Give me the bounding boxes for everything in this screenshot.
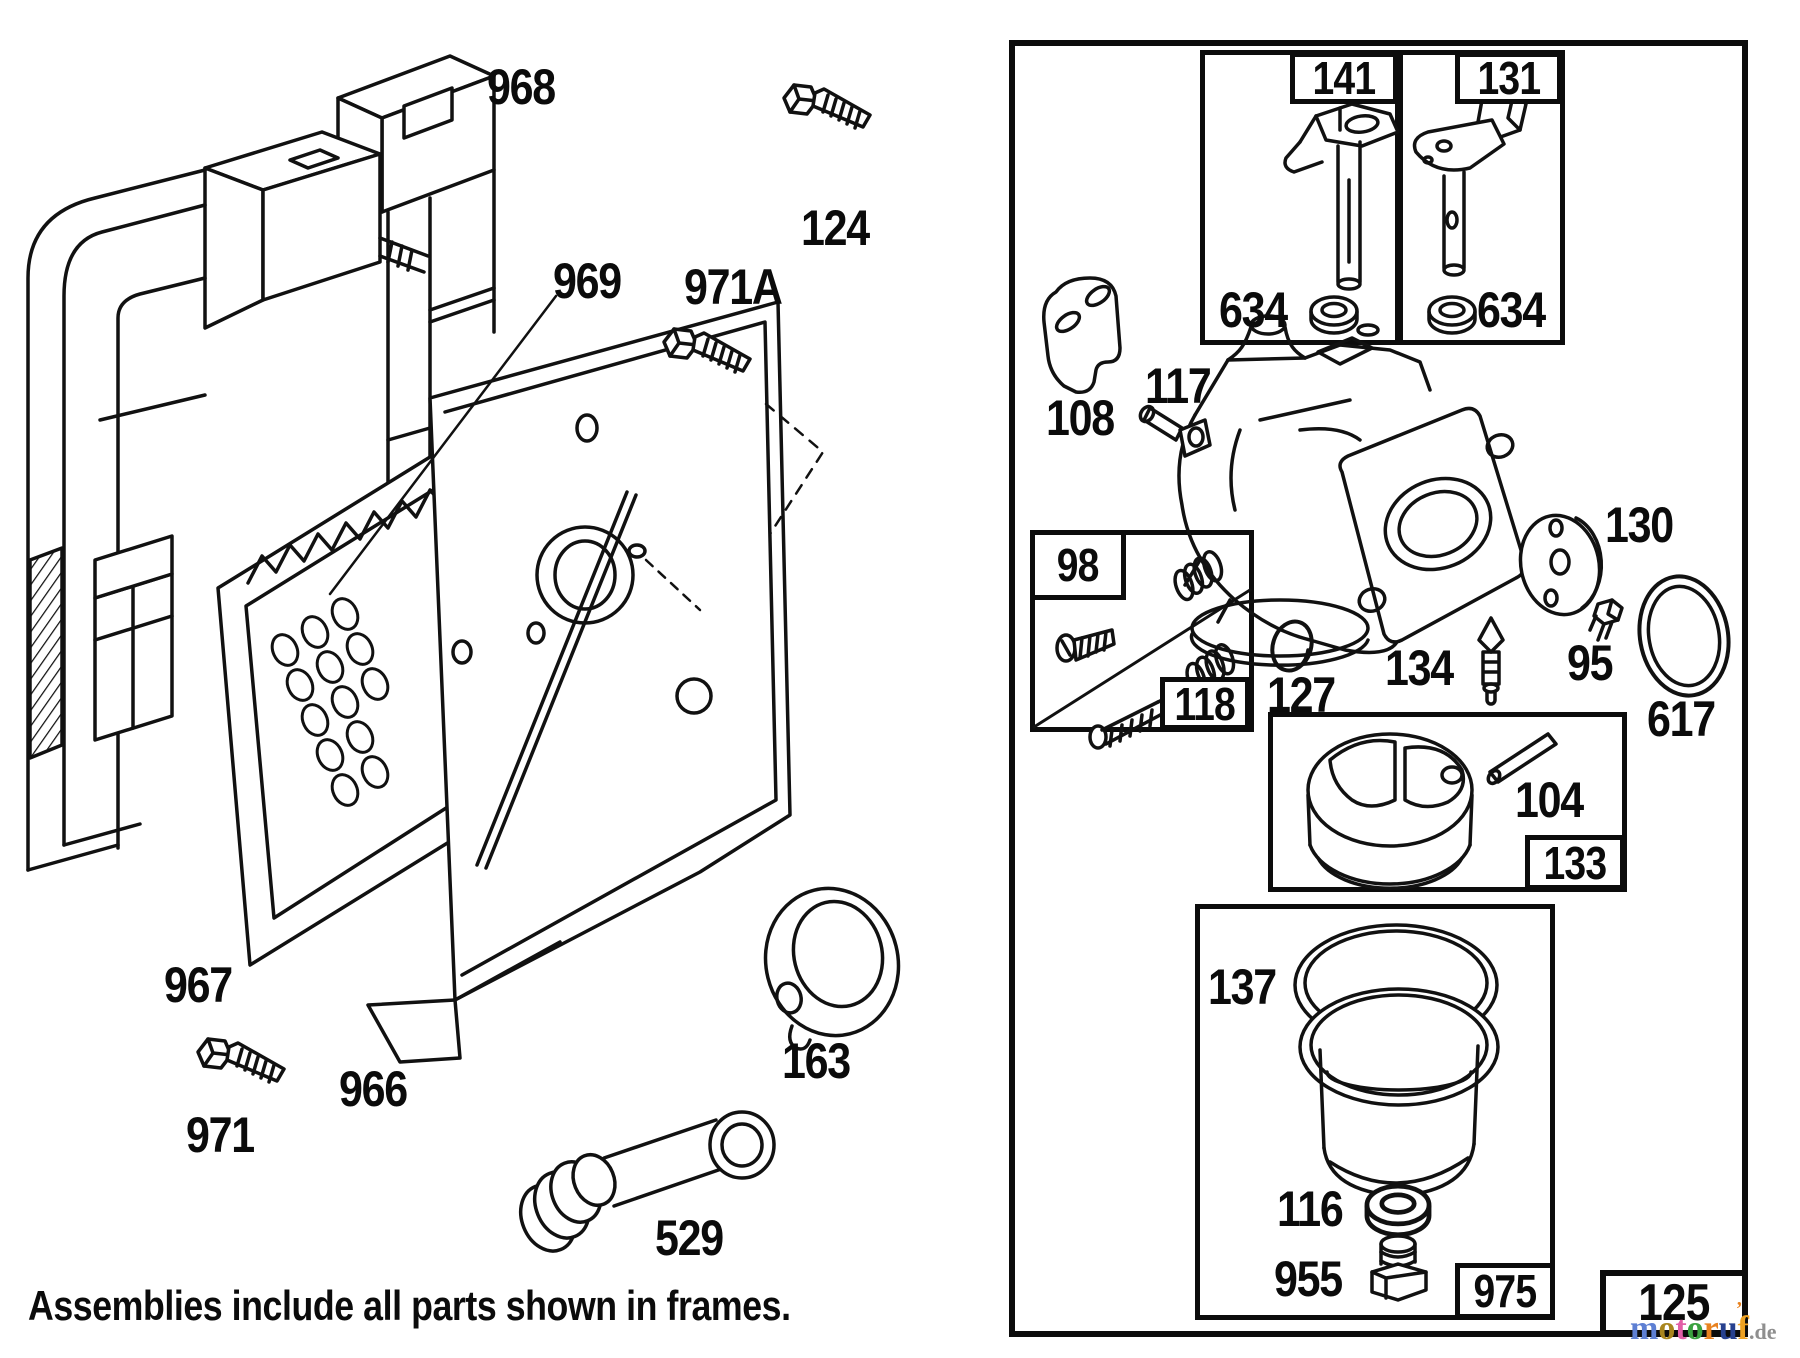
breather-tube-529-drawing [518,1110,776,1253]
gasket-163-drawing [763,886,901,1051]
watermark-suffix: .de [1749,1319,1777,1344]
choke-shaft-131-drawing [1412,90,1528,335]
footer-caption: Assemblies include all parts shown in fr… [28,1282,791,1329]
watermark-letter: o [1658,1310,1676,1347]
frame-label-975-text: 975 [1473,1265,1538,1317]
part-label-124: 124 [801,200,870,256]
frame-label-98: 98 [1030,530,1126,600]
frame-label-125: 125 [1600,1270,1748,1336]
motoruf-watermark: motoruf’ .de [1630,1298,1777,1348]
part-label-95: 95 [1567,635,1614,691]
part-label-634-left: 634 [1219,282,1288,338]
part-label-529: 529 [655,1210,724,1266]
frame-98-118 [1030,530,1254,732]
part-label-617: 617 [1647,691,1716,747]
air-cleaner-body-drawing [26,130,430,872]
part-label-967: 967 [164,957,233,1013]
throttle-plate-130-drawing [1518,513,1604,617]
part-label-108: 108 [1046,390,1115,446]
part-label-137: 137 [1208,959,1277,1015]
part-label-634-right: 634 [1477,282,1546,338]
watermark-tick: ’ [1735,1298,1743,1320]
frame-label-133: 133 [1525,835,1625,890]
frame-label-118-text: 118 [1174,677,1236,730]
main-assembly-frame [1009,40,1748,1337]
frame-label-98-text: 98 [1057,539,1100,591]
frame-label-125-text: 125 [1638,1274,1710,1332]
part-label-104: 104 [1515,772,1584,828]
part-label-955: 955 [1274,1251,1343,1307]
float-bowl-137-drawing [1293,923,1500,1198]
back-plate-966-drawing [366,300,792,1064]
pin-117-icon [1138,404,1184,442]
leader-line-971a [764,402,825,536]
part-label-971: 971 [186,1107,255,1163]
part-label-971a: 971A [684,259,783,315]
o-ring-617-drawing [1637,574,1731,698]
bracket-108-drawing [1042,276,1122,395]
frame-133 [1268,712,1627,892]
bolt-971-icon [196,1037,286,1084]
part-label-969: 969 [553,253,622,309]
leader-line-969 [328,294,558,596]
needle-valve-134-icon [1477,616,1505,706]
frame-label-141: 141 [1290,52,1398,104]
part-label-134: 134 [1385,640,1454,696]
frame-137-975 [1195,904,1555,1320]
part-label-116: 116 [1277,1181,1344,1237]
part-label-117: 117 [1145,358,1212,414]
frame-label-133-text: 133 [1543,836,1608,889]
part-label-966: 966 [339,1061,408,1117]
choke-104-133-drawing [1306,732,1558,890]
bolt-124-icon [782,83,872,130]
part-label-127: 127 [1267,667,1336,723]
o-ring-127-icon [1270,619,1314,673]
part-label-130: 130 [1605,497,1674,553]
part-label-163: 163 [782,1033,851,1089]
screw-95-icon [1588,598,1624,642]
frame-label-118: 118 [1160,677,1250,730]
watermark-letter: o [1686,1310,1704,1347]
part-label-968: 968 [487,59,556,115]
watermark-letter: u [1718,1310,1738,1347]
drain-bolt-955-icon [1370,1234,1428,1302]
frame-label-131-text: 131 [1477,52,1541,104]
watermark-letter: r [1703,1310,1719,1347]
watermark-letter: m [1630,1310,1659,1347]
watermark-letter: t [1675,1310,1687,1347]
watermark-letter: f [1737,1310,1749,1347]
frame-98-contents [1032,547,1252,750]
fuel-pickup-141-drawing [1283,102,1400,335]
washer-116-icon [1367,1186,1429,1235]
frame-label-131: 131 [1455,52,1562,104]
carburetor-body-drawing [1177,314,1527,667]
frame-label-975: 975 [1455,1263,1555,1319]
frame-label-141-text: 141 [1312,52,1377,104]
